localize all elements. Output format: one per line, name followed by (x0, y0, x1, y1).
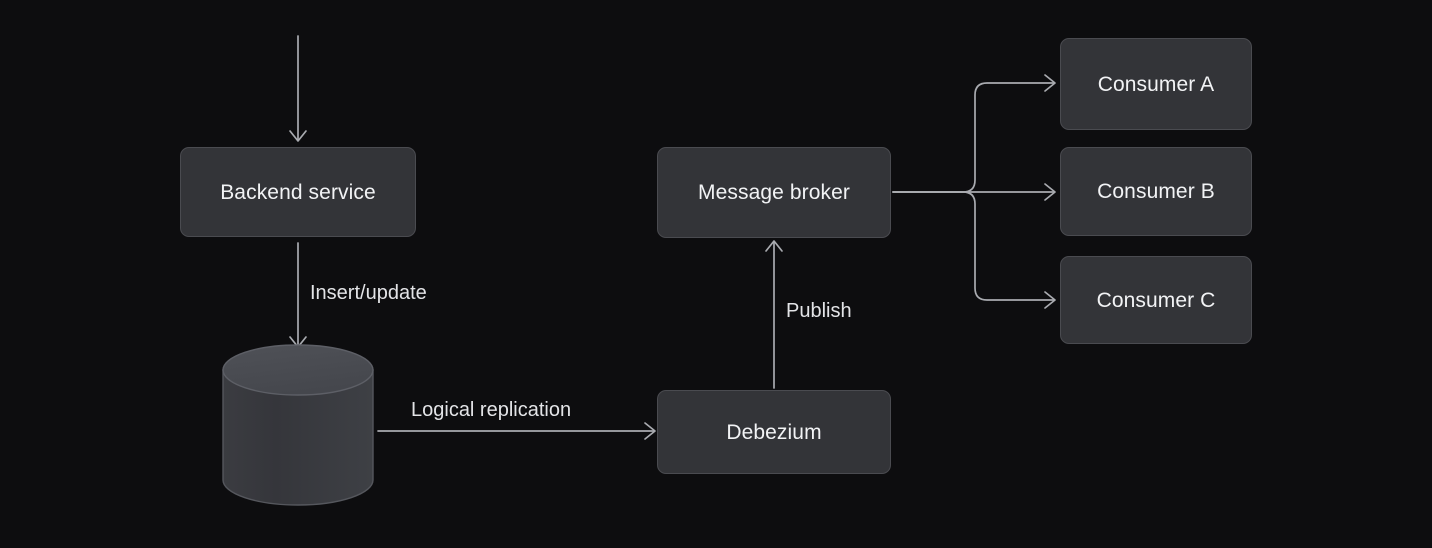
edge-label-logical-replication: Logical replication (411, 399, 572, 421)
cylinder-body (222, 369, 374, 506)
node-message-broker[interactable]: Message broker (657, 147, 891, 238)
edge-broker-to-consumer-a (892, 74, 1056, 193)
edge-broker-to-consumer-c (892, 191, 1056, 309)
node-message-broker-label: Message broker (698, 181, 850, 204)
node-backend-service-label: Backend service (220, 180, 376, 204)
edge-label-insert-update: Insert/update (310, 282, 427, 304)
node-debezium-label: Debezium (726, 420, 822, 444)
edge-database-to-debezium (377, 422, 656, 440)
edge-label-publish: Publish (786, 300, 852, 322)
cylinder-top-ellipse (222, 344, 374, 396)
edge-backend-to-database (289, 242, 307, 348)
edge-entry-to-backend (289, 35, 307, 142)
node-consumer-b[interactable]: Consumer B (1060, 147, 1252, 236)
edge-debezium-to-broker (765, 240, 783, 389)
node-debezium[interactable]: Debezium (657, 390, 891, 474)
node-consumer-b-label: Consumer B (1097, 180, 1215, 203)
node-consumer-c[interactable]: Consumer C (1060, 256, 1252, 344)
database-cylinder-node[interactable] (222, 344, 374, 506)
node-consumer-a[interactable]: Consumer A (1060, 38, 1252, 130)
node-consumer-a-label: Consumer A (1097, 72, 1215, 96)
node-backend-service[interactable]: Backend service (180, 147, 416, 237)
node-consumer-c-label: Consumer C (1096, 288, 1216, 312)
